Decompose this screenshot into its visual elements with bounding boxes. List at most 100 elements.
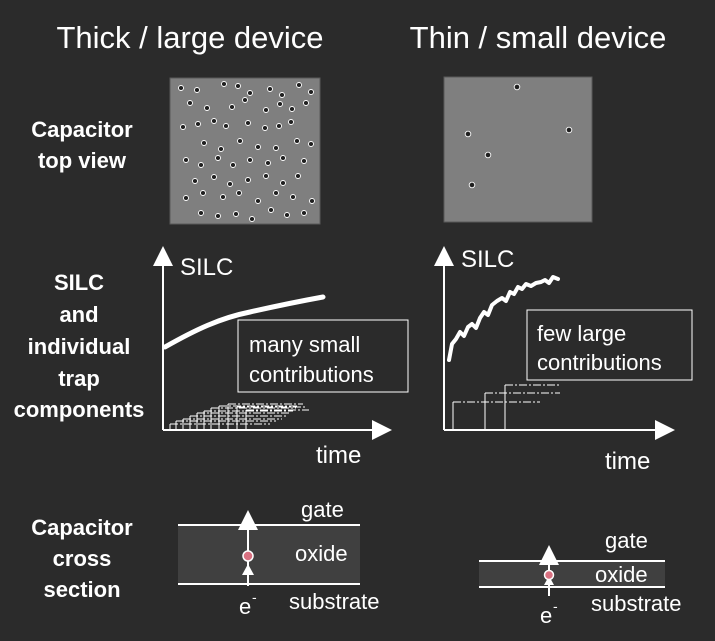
- left-top-view-trap: [265, 160, 271, 166]
- left-header: Thick / large device: [56, 20, 323, 55]
- left-top-view-trap: [296, 82, 302, 88]
- right-trap-components: [452, 384, 560, 430]
- right-oxide-layer: [479, 561, 665, 587]
- left-top-view-trap: [301, 210, 307, 216]
- left-top-view-trap: [218, 146, 224, 152]
- right-electron-arrow-mid: [544, 576, 554, 585]
- top-view-row-label: Capacitor top view: [31, 117, 133, 173]
- left-top-view-trap: [279, 92, 285, 98]
- left-top-view-trap: [233, 211, 239, 217]
- cross-section-label-line1: Capacitor: [31, 515, 133, 540]
- silc-label-line5: components: [14, 397, 145, 422]
- left-top-view-trap: [187, 100, 193, 106]
- left-substrate-label: substrate: [289, 589, 380, 614]
- top-view-label-line2: top view: [38, 148, 127, 173]
- left-electron-label: e: [239, 594, 251, 619]
- left-oxide-label: oxide: [295, 541, 348, 566]
- left-top-view-trap: [200, 190, 206, 196]
- left-top-view-trap: [229, 104, 235, 110]
- right-gate-label: gate: [605, 528, 648, 553]
- left-top-view-trap: [201, 140, 207, 146]
- left-top-view-trap: [309, 198, 315, 204]
- right-electron-label: e: [540, 603, 552, 628]
- right-top-view-trap: [468, 181, 476, 189]
- left-top-view-trap: [183, 157, 189, 163]
- left-top-view-trap: [273, 190, 279, 196]
- cross-section-label-line3: section: [43, 577, 120, 602]
- right-silc-curve: [447, 275, 560, 362]
- right-substrate-label: substrate: [591, 591, 682, 616]
- left-top-view-trap: [289, 106, 295, 112]
- left-top-view-trap: [227, 181, 233, 187]
- right-top-view-panel: [443, 76, 593, 223]
- cross-section-label-line2: cross: [53, 546, 112, 571]
- right-oxide-label: oxide: [595, 562, 648, 587]
- silc-label-line3: individual: [28, 334, 131, 359]
- cross-section-row-label: Capacitor cross section: [31, 515, 133, 602]
- left-top-view-trap: [288, 119, 294, 125]
- left-electron-arrow-mid: [242, 564, 254, 575]
- left-cross-section: e - gate oxide substrate: [178, 497, 380, 619]
- left-y-axis-label: SILC: [180, 254, 233, 281]
- right-annotation-box: [526, 309, 693, 381]
- left-top-view-trap: [280, 180, 286, 186]
- left-annotation-box: [237, 319, 409, 393]
- left-top-view-trap: [237, 138, 243, 144]
- left-top-view-trap: [247, 90, 253, 96]
- left-top-view-trap: [245, 177, 251, 183]
- left-top-view-trap: [194, 87, 200, 93]
- left-top-view-trap: [180, 124, 186, 130]
- left-top-view-trap: [223, 123, 229, 129]
- right-annotation-line1: few large: [537, 321, 626, 346]
- left-top-view-trap: [245, 120, 251, 126]
- left-annotation-line2: contributions: [249, 362, 374, 387]
- left-top-view-trap: [204, 105, 210, 111]
- left-top-view-trap: [192, 178, 198, 184]
- right-top-view-traps: [464, 83, 573, 189]
- left-annotation-line1: many small: [249, 332, 360, 357]
- left-silc-chart: SILC time many small contributions: [153, 246, 409, 469]
- left-top-view-trap: [295, 173, 301, 179]
- left-top-view-trap: [308, 89, 314, 95]
- left-top-view-trap: [277, 101, 283, 107]
- left-gate-label: gate: [301, 497, 344, 522]
- left-top-view-trap: [280, 155, 286, 161]
- left-electron-label-superscript: -: [252, 589, 257, 605]
- left-top-view-trap: [215, 213, 221, 219]
- left-top-view-trap: [267, 86, 273, 92]
- left-top-view-trap: [290, 194, 296, 200]
- right-annotation-line2: contributions: [537, 350, 662, 375]
- right-top-view-trap: [513, 83, 521, 91]
- left-top-view-trap: [198, 210, 204, 216]
- left-top-view-trap: [263, 173, 269, 179]
- left-top-view-trap: [211, 174, 217, 180]
- silc-label-line2: and: [59, 302, 98, 327]
- left-trap-components: [169, 403, 309, 430]
- left-top-view-trap: [263, 107, 269, 113]
- left-trap-marker: [242, 550, 254, 562]
- left-top-view-trap: [211, 118, 217, 124]
- left-top-view-trap: [215, 155, 221, 161]
- left-x-axis-label: time: [316, 442, 361, 469]
- right-top-view-trap: [484, 151, 492, 159]
- left-top-view-trap: [262, 125, 268, 131]
- left-top-view-traps: [178, 81, 315, 222]
- left-top-view-trap: [268, 207, 274, 213]
- right-top-view-trap: [464, 130, 472, 138]
- left-top-view-trap: [220, 194, 226, 200]
- left-top-view-trap: [230, 162, 236, 168]
- left-top-view-trap: [249, 216, 255, 222]
- silc-label-line4: trap: [58, 366, 100, 391]
- right-electron-label-superscript: -: [553, 598, 558, 614]
- silc-label-line1: SILC: [54, 270, 104, 295]
- right-trap-marker: [543, 569, 555, 581]
- left-top-view-trap: [301, 158, 307, 164]
- left-top-view-trap: [255, 198, 261, 204]
- left-top-view-trap: [255, 144, 261, 150]
- left-silc-curve: [162, 294, 326, 350]
- left-top-view-trap: [308, 141, 314, 147]
- top-view-label-line1: Capacitor: [31, 117, 133, 142]
- right-silc-chart: SILC time few large contributions: [434, 246, 693, 475]
- left-top-view-trap: [178, 85, 184, 91]
- left-top-view-trap: [247, 157, 253, 163]
